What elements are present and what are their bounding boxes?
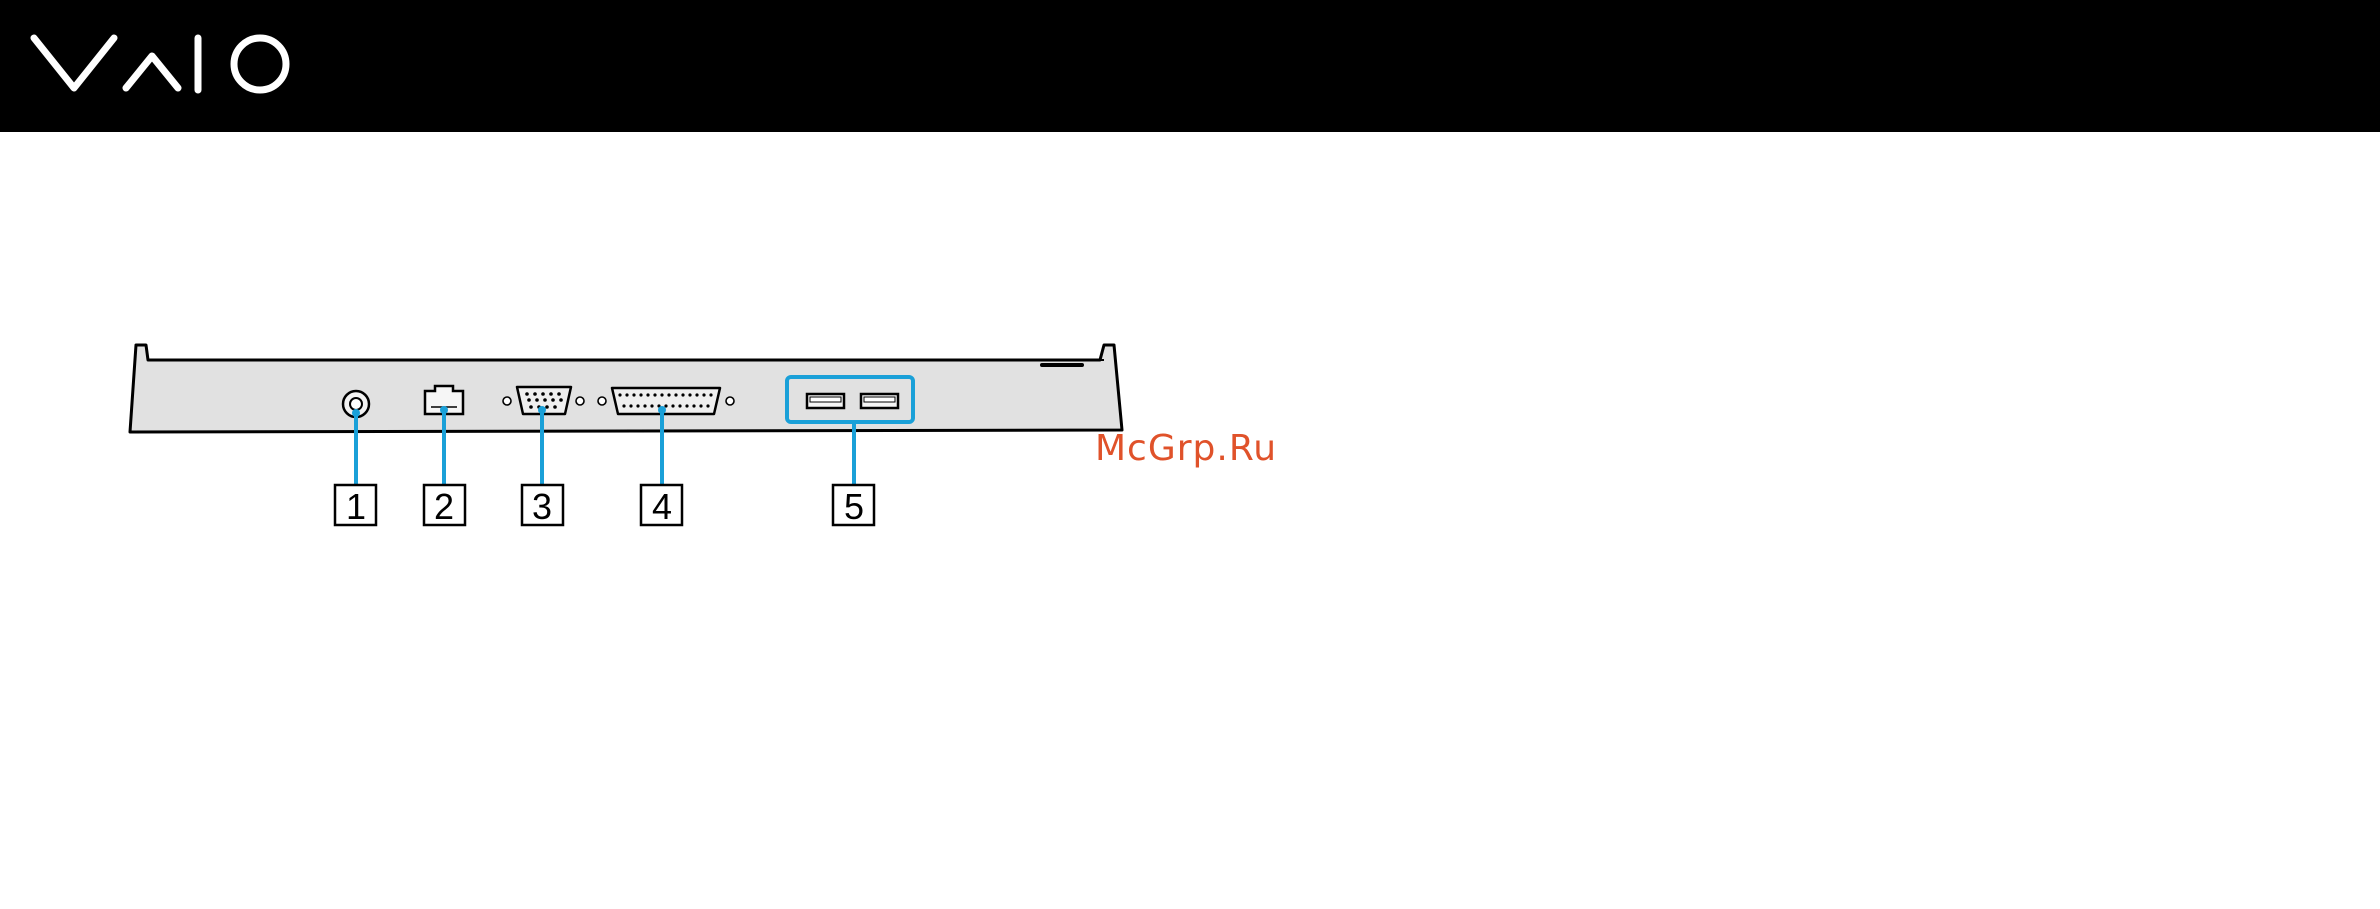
- leader-dot-3: [538, 406, 546, 414]
- callout-2: 2: [424, 485, 465, 527]
- callout-label-3: 3: [532, 486, 552, 527]
- leader-dot-4: [658, 406, 666, 414]
- callout-label-1: 1: [346, 486, 366, 527]
- callout-3: 3: [522, 485, 563, 527]
- callout-label-4: 4: [652, 486, 672, 527]
- callout-label-5: 5: [844, 486, 864, 527]
- callout-label-2: 2: [434, 486, 454, 527]
- callout-4: 4: [641, 485, 682, 527]
- printer-port: [598, 388, 734, 414]
- leader-dot-2: [440, 406, 448, 414]
- callout-1: 1: [335, 485, 376, 527]
- leader-dot-1: [352, 409, 360, 417]
- callout-5: 5: [833, 485, 874, 527]
- watermark-text: McGrp.Ru: [1095, 428, 1277, 469]
